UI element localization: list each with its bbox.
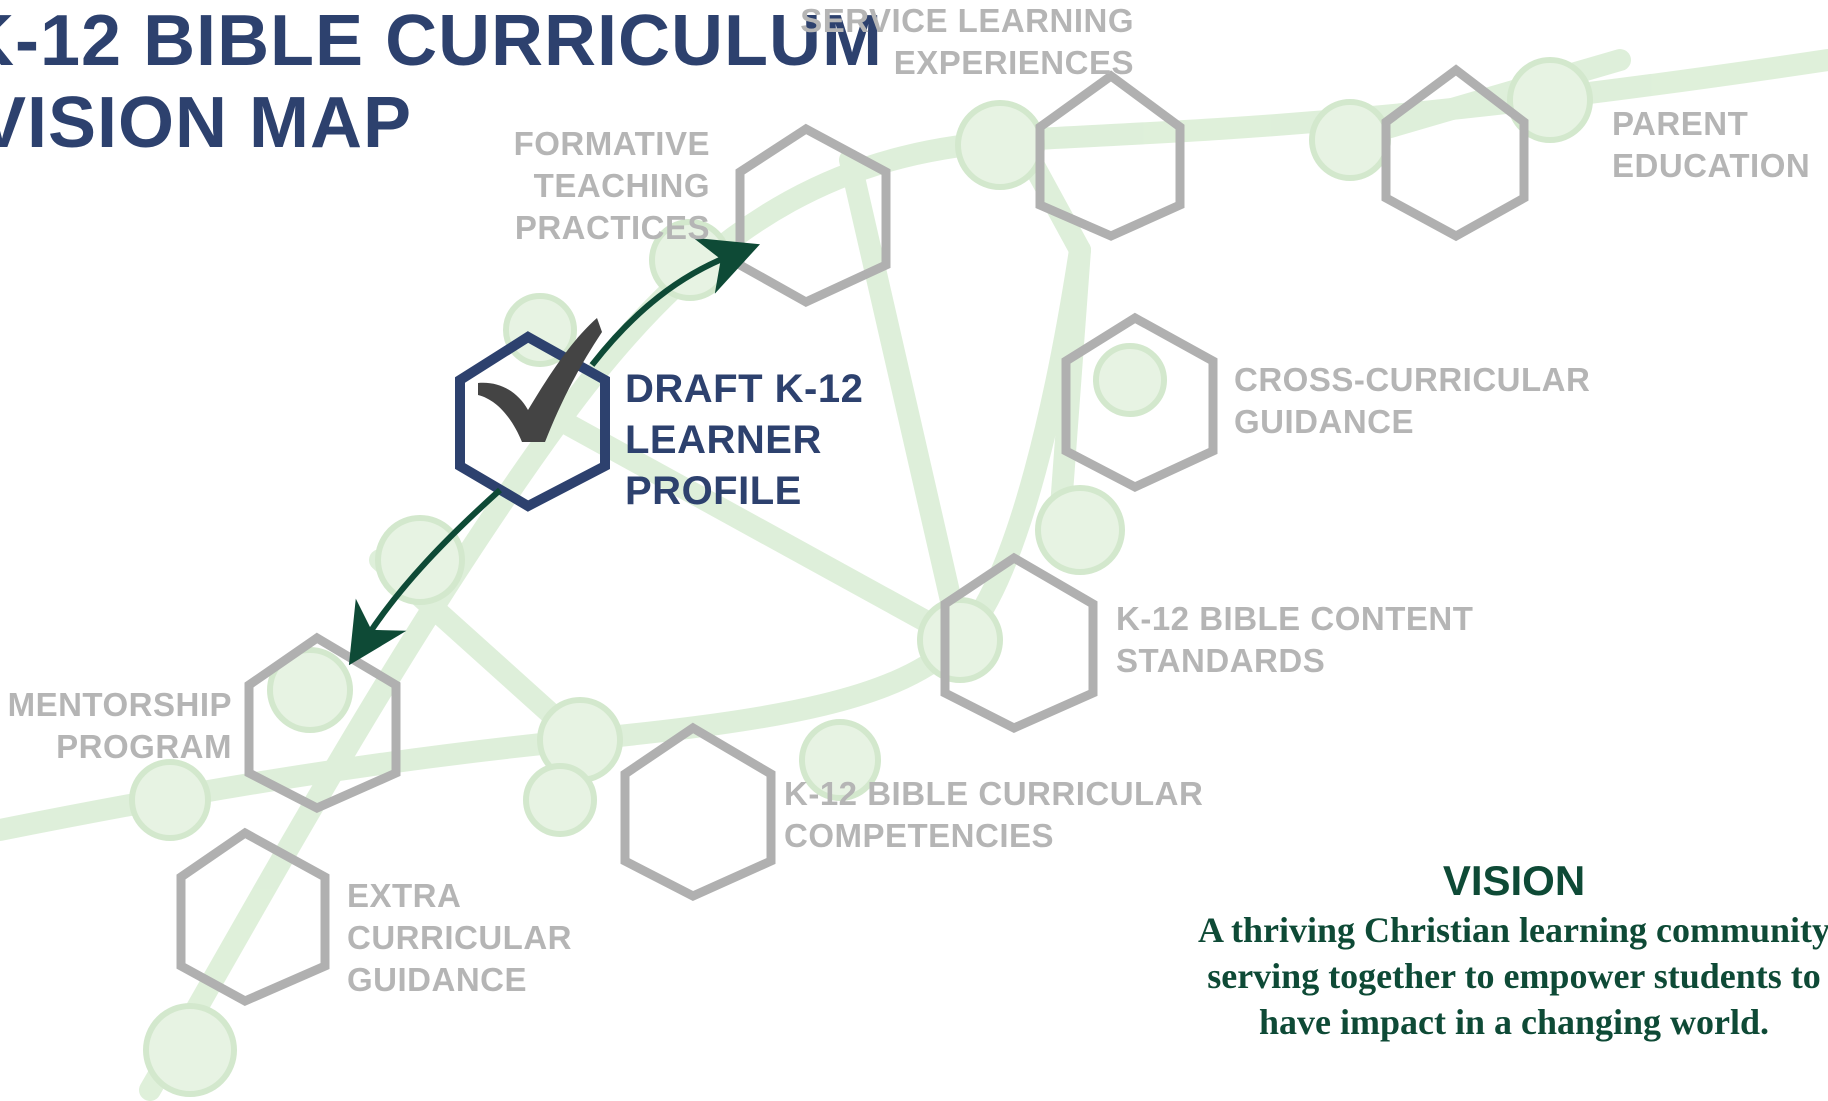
arrow-to-mentorship	[348, 487, 503, 666]
mentorship-label: MENTORSHIP PROGRAM	[7, 686, 232, 765]
cross-curricular-hexagon[interactable]	[1061, 312, 1218, 493]
parent-education-label: PARENT EDUCATION	[1612, 105, 1811, 184]
vision-text: A thriving Christian learning community …	[1197, 910, 1828, 1042]
service-learning-label: SERVICE LEARNING EXPERIENCES	[800, 2, 1134, 81]
page-title: K-12 BIBLE CURRICULUM VISION MAP	[0, 0, 883, 164]
learner-profile-hexagon[interactable]	[455, 331, 610, 512]
parent-education-hexagon[interactable]	[1381, 64, 1529, 242]
title-line-2: VISION MAP	[0, 83, 413, 163]
vision-heading: VISION	[1442, 857, 1586, 904]
formative-teaching-label: FORMATIVE TEACHING PRACTICES	[513, 125, 710, 246]
curricular-competencies-label: K-12 BIBLE CURRICULAR COMPETENCIES	[784, 775, 1204, 854]
vision-statement: VISION A thriving Christian learning com…	[1150, 855, 1828, 1045]
checkmark-icon	[478, 318, 602, 442]
arrow-to-formative	[589, 237, 760, 367]
cross-curricular-label: CROSS-CURRICULAR GUIDANCE	[1234, 361, 1591, 440]
title-line-1: K-12 BIBLE CURRICULUM	[0, 1, 883, 81]
curricular-competencies-hexagon[interactable]	[620, 722, 776, 901]
content-standards-hexagon[interactable]	[940, 552, 1098, 733]
content-standards-label: K-12 BIBLE CONTENT STANDARDS	[1116, 600, 1474, 679]
extra-curricular-label: EXTRA CURRICULAR GUIDANCE	[347, 877, 572, 998]
mentorship-hexagon[interactable]	[244, 632, 401, 813]
extra-curricular-hexagon[interactable]	[176, 827, 330, 1007]
service-learning-hexagon[interactable]	[1035, 70, 1185, 241]
formative-teaching-hexagon[interactable]	[735, 123, 891, 308]
learner-profile-label: DRAFT K-12 LEARNER PROFILE	[625, 367, 864, 513]
